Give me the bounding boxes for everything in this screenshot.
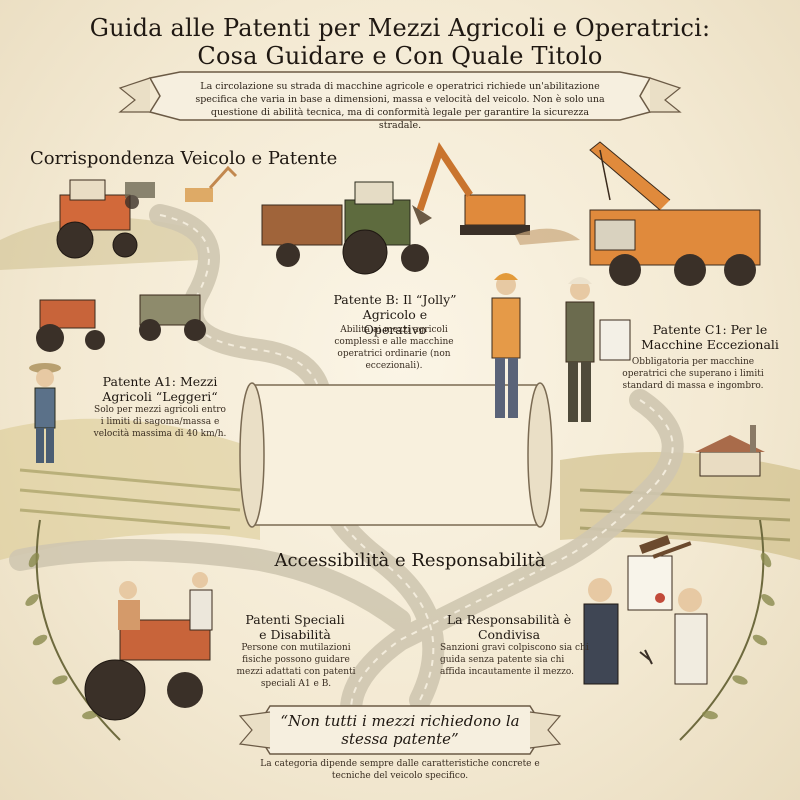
patente-a1-description: Solo per mezzi agricoli entro i limiti d… (93, 405, 227, 439)
orange-tractor-icon (56, 179, 138, 259)
right-field (560, 452, 800, 560)
patente-b-heading: Patente B: Il “Jolly” Agricolo e Operati… (333, 292, 457, 337)
title-line-1: Guida alle Patenti per Mezzi Agricoli e … (89, 14, 711, 42)
patente-c1-heading: Patente C1: Per le Macchine Eccezionali (641, 322, 779, 352)
legal-document-gavel-icon (627, 535, 692, 611)
special-licenses-description: Persone con mutilazioni fisiche possono … (236, 643, 356, 689)
responsibility-description: Sanzioni gravi colpiscono sia chi guida … (440, 643, 589, 677)
section-title-accessibility: Accessibilità e Responsabilità (274, 550, 546, 571)
title-line-2: Cosa Guidare e Con Quale Titolo (197, 42, 603, 70)
responsibility-figures-icon (583, 578, 708, 685)
laurel-leaves (25, 552, 775, 720)
page-title: Guida alle Patenti per Mezzi Agricoli e … (60, 14, 740, 70)
distant-machines-icon (125, 165, 238, 209)
responsibility-heading: La Responsabilità è Condivisa (446, 612, 572, 642)
farmhouse-icon (695, 425, 765, 477)
patente-c1-description: Obbligatoria per macchine operatrici che… (622, 357, 764, 391)
footer-note: La categoria dipende sempre dalle caratt… (260, 759, 540, 781)
bottom-ribbon-banner (238, 705, 562, 755)
crane-truck-icon (589, 141, 761, 286)
patente-b-description: Abilita ai mezzi agricoli complessi e al… (334, 325, 454, 371)
closing-quote: “Non tutti i mezzi richiedono la stessa … (280, 712, 520, 748)
left-field-stripes (19, 468, 241, 530)
adapted-tractor-icon (84, 572, 213, 721)
special-licenses-heading: Patenti Speciali e Disabilità (245, 612, 345, 642)
workers-handshake-icon (491, 273, 631, 422)
farmer-figure-icon (29, 363, 61, 463)
section-title-vehicle-license: Corrispondenza Veicolo e Patente (30, 148, 338, 169)
central-scroll (239, 382, 553, 528)
excavator-icon (412, 142, 580, 245)
green-tractor-with-trailer-icon (261, 181, 429, 275)
patente-a1-heading: Patente A1: Mezzi Agricoli “Leggeri“ (102, 374, 218, 404)
top-ribbon-banner (118, 71, 682, 121)
intro-text: La circolazione su strada di macchine ag… (195, 81, 605, 131)
top-left-hills (0, 217, 200, 270)
vintage-tractor-icon (36, 294, 206, 352)
